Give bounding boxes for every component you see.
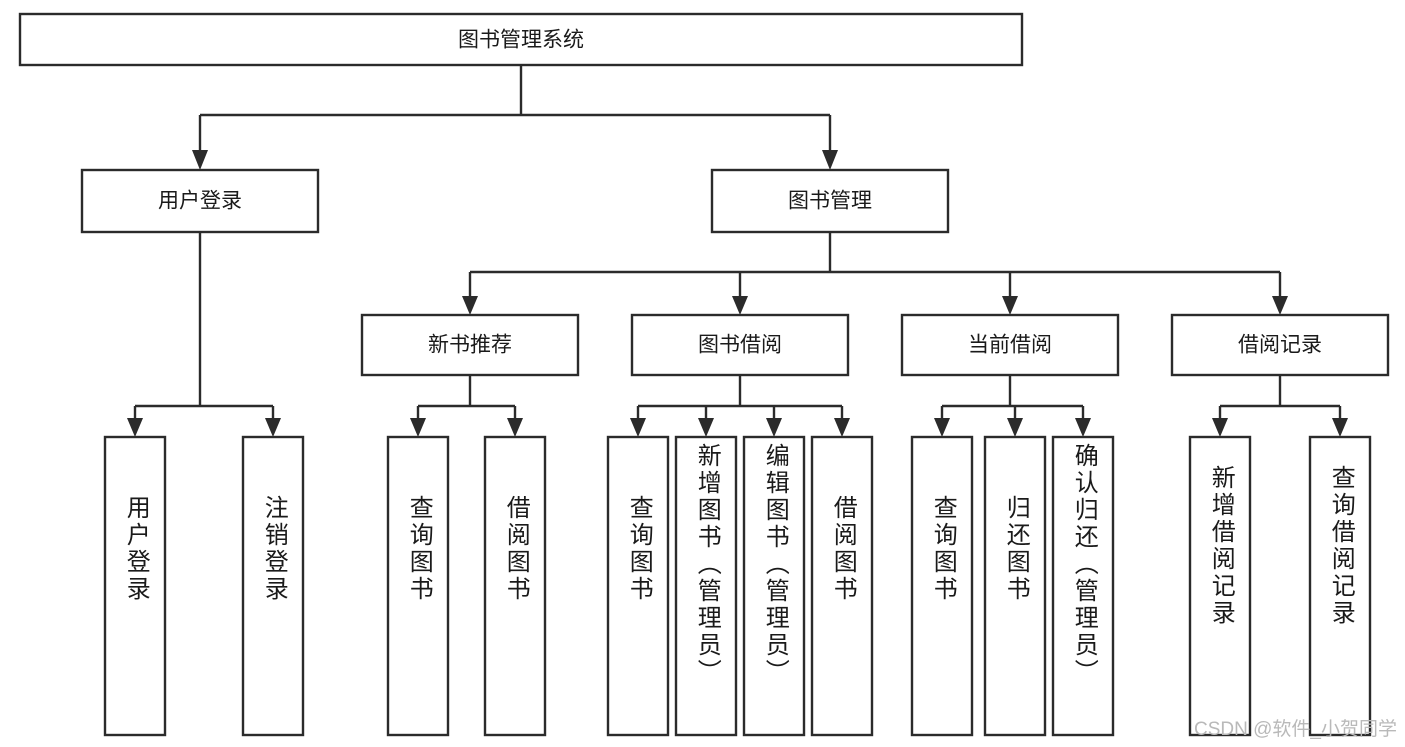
- arrow-head-icon: [127, 418, 143, 437]
- arrow-head-icon: [1332, 418, 1348, 437]
- arrow-head-icon: [462, 296, 478, 315]
- arrow-head-icon: [410, 418, 426, 437]
- node-borrow-record[interactable]: 借阅记录: [1170, 313, 1390, 377]
- arrow-head-icon: [1002, 296, 1018, 315]
- arrow-head-icon: [834, 418, 850, 437]
- node-borrow-record-label: 借阅记录: [1238, 334, 1322, 357]
- arrow-head-icon: [630, 418, 646, 437]
- leaf-borrow-book-2-rect[interactable]: [810, 435, 874, 737]
- node-book-manage-label: 图书管理: [788, 190, 872, 213]
- leaf-user-login-rect[interactable]: [103, 435, 167, 737]
- node-new-book-recommend-label: 新书推荐: [428, 334, 512, 357]
- arrow-head-icon: [934, 418, 950, 437]
- arrow-head-icon: [265, 418, 281, 437]
- node-new-book-recommend-rect: [360, 313, 580, 377]
- leaf-add-record-rect[interactable]: [1188, 435, 1252, 737]
- leaf-confirm-return-rect[interactable]: [1051, 435, 1115, 737]
- leaf-query-book-3-rect[interactable]: [910, 435, 974, 737]
- leaf-return-book-rect[interactable]: [983, 435, 1047, 737]
- csdn-watermark: CSDN @软件_小贺同学: [1194, 719, 1397, 740]
- node-current-borrow-label: 当前借阅: [968, 334, 1052, 357]
- arrow-head-icon: [1075, 418, 1091, 437]
- node-root-label: 图书管理系统: [458, 29, 584, 52]
- arrow-head-icon: [192, 150, 208, 170]
- arrow-head-icon: [1212, 418, 1228, 437]
- node-book-borrow-label: 图书借阅: [698, 334, 782, 357]
- connector-current-borrow-to-leaves: [934, 375, 1091, 437]
- leaf-query-book-1-rect[interactable]: [386, 435, 450, 737]
- leaf-query-record-rect[interactable]: [1308, 435, 1372, 737]
- connector-new-book-recommend-to-leaves: [410, 375, 523, 437]
- connector-borrow-record-to-leaves: [1212, 375, 1348, 437]
- node-root-rect: [18, 12, 1024, 67]
- node-user-login-label: 用户登录: [158, 190, 242, 213]
- node-user-login-rect: [80, 168, 320, 234]
- leaf-edit-book-rect[interactable]: [742, 435, 806, 737]
- leaf-boxes: [103, 435, 1372, 737]
- node-book-manage[interactable]: 图书管理: [710, 168, 950, 234]
- leaf-borrow-book-1-rect[interactable]: [483, 435, 547, 737]
- leaf-user-logout-rect[interactable]: [241, 435, 305, 737]
- arrow-head-icon: [766, 418, 782, 437]
- node-user-login[interactable]: 用户登录: [80, 168, 320, 234]
- connector-book-manage-to-level3: [462, 232, 1288, 315]
- arrow-head-icon: [732, 296, 748, 315]
- arrow-head-icon: [698, 418, 714, 437]
- connector-book-borrow-to-leaves: [630, 375, 850, 437]
- arrow-head-icon: [1272, 296, 1288, 315]
- node-book-borrow[interactable]: 图书借阅: [630, 313, 850, 377]
- connector-user-login-to-leaves: [127, 232, 281, 437]
- node-root[interactable]: 图书管理系统: [18, 12, 1024, 67]
- arrow-head-icon: [822, 150, 838, 170]
- arrow-head-icon: [1007, 418, 1023, 437]
- leaf-add-book-rect[interactable]: [674, 435, 738, 737]
- leaf-query-book-2-rect[interactable]: [606, 435, 670, 737]
- node-new-book-recommend[interactable]: 新书推荐: [360, 313, 580, 377]
- arrow-head-icon: [507, 418, 523, 437]
- node-current-borrow-rect: [900, 313, 1120, 377]
- connector-root-to-level2: [192, 65, 838, 170]
- node-current-borrow[interactable]: 当前借阅: [900, 313, 1120, 377]
